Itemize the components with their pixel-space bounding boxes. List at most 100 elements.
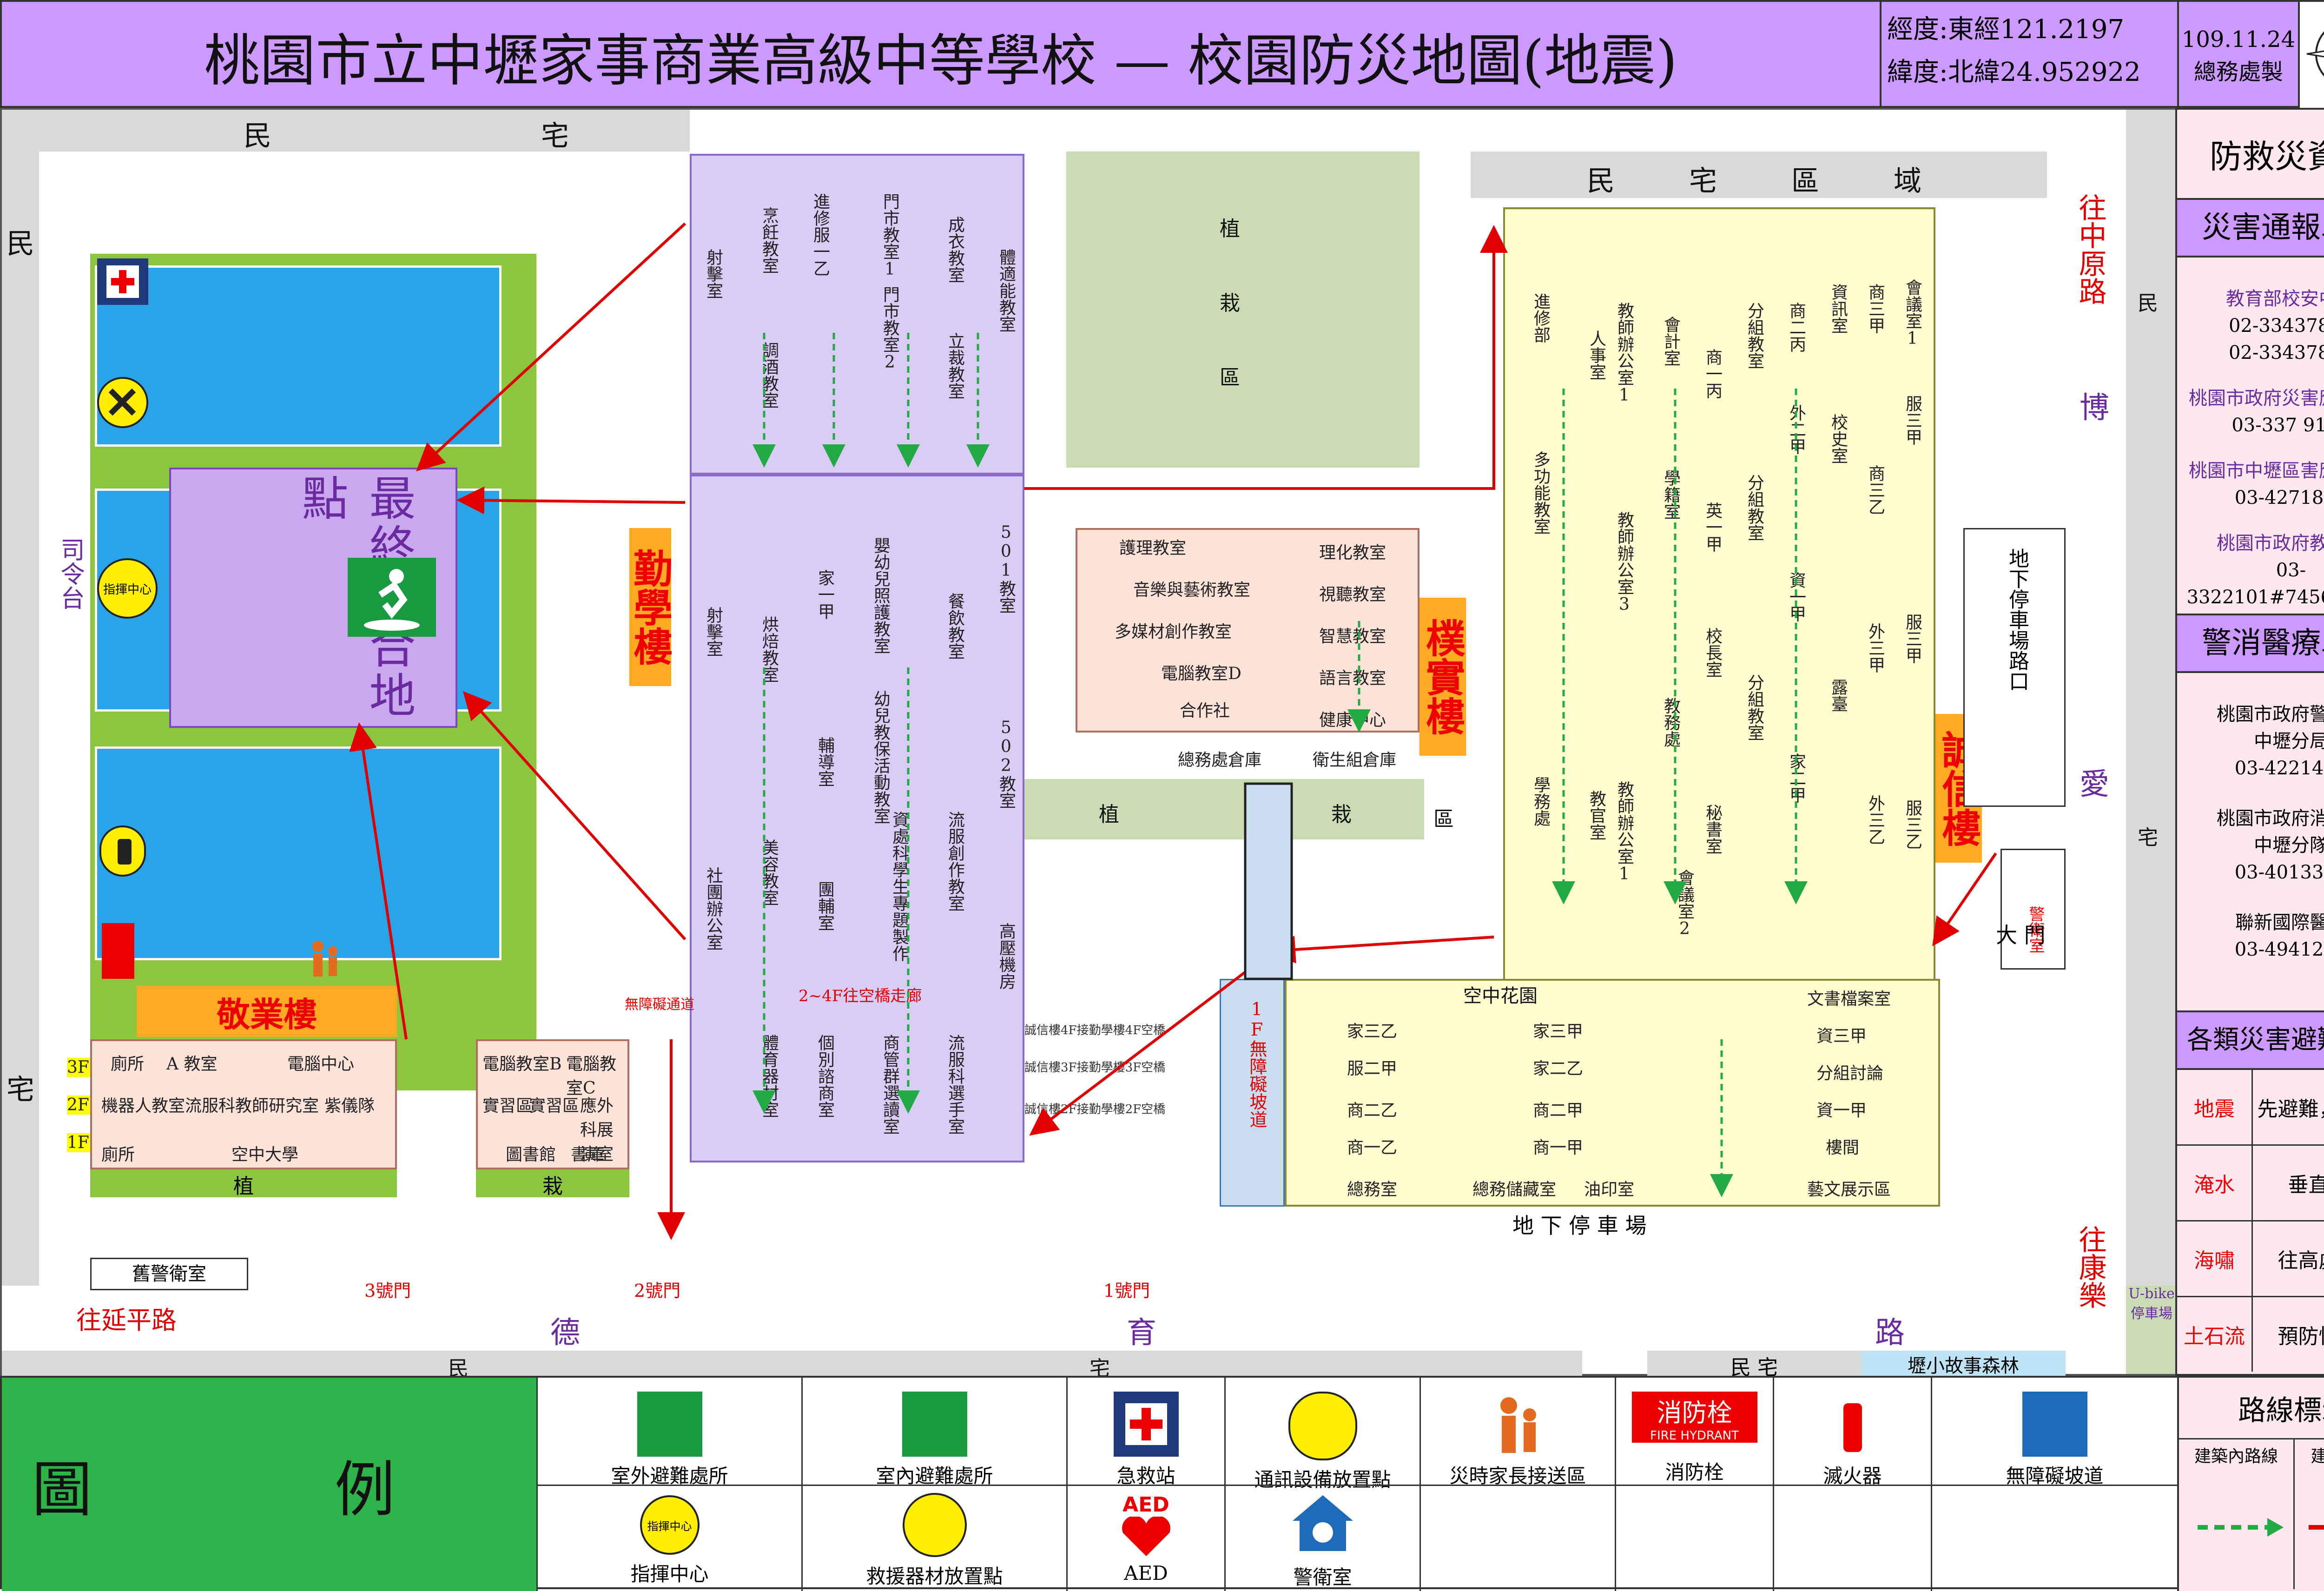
campus-map: 民 宅 民 宅 區 域 民 宅 民 宅 司令台 最終集合地點 指揮中心 敬業樓 … (0, 108, 2177, 1380)
guard-room-icon (1290, 1493, 1355, 1558)
ubike-parking: U-bike停車場 (2126, 1286, 2177, 1374)
jingye-building-east: 電腦教室B 電腦教室C 實習區 實習區 應外科展演室 圖書館 書庫 (476, 1039, 629, 1169)
qinxue-main: 射擊室 烘焙教室 美容教室 家一甲 輔導室 團輔室 嬰幼兒照護教室 幼兒教保活動… (690, 475, 1024, 1162)
command-center-icon: 指揮中心 (97, 558, 158, 619)
basketball-court-3 (95, 746, 502, 960)
route-legend-title: 路線標示 (2179, 1378, 2324, 1439)
longitude: 經度:東經121.2197 (1887, 14, 2125, 45)
route-outside: 建築外路線 (2295, 1438, 2324, 1589)
residence-bottom: 民 宅 (2, 1351, 1582, 1380)
comm-equipment-icon (1288, 1392, 1357, 1460)
police-units-head: 警消醫療單位 (2177, 615, 2324, 673)
principles-head: 各類災害避難原則 (2177, 1012, 2324, 1070)
legend-items: 室外避難處所 室內避難處所 急救站 通訊設備放置點 災時家長接送區 消防栓 FI… (536, 1378, 2177, 1591)
legend-extinguisher: 滅火器 (1773, 1378, 1931, 1487)
residence-top: 民 宅 (2, 110, 690, 152)
residence-bottom-right: 民 宅 (1647, 1351, 1861, 1380)
legend-fire-hydrant: 消防栓 FIRE HYDRANT 消防栓 (1615, 1378, 1773, 1485)
title-bar: 桃園市立中壢家事商業高級中等學校 — 校園防災地圖(地震) 經度:東經121.2… (0, 0, 2324, 110)
basketball-court-1 (95, 265, 502, 447)
legend-accessible-ramp: 無障礙坡道 (1931, 1378, 2177, 1487)
report-units-head: 災害通報單位 (2177, 200, 2324, 257)
deyu-road-1: 德 (550, 1316, 580, 1350)
gate-2: 2號門 (634, 1281, 681, 1301)
jingye-floors: 3F 2F 1F (67, 1058, 90, 1152)
legend-guard-room: 警衛室 (1224, 1485, 1419, 1591)
evacuation-routes (349, 222, 1997, 1240)
accessible-ramp-area: 1F無障礙坡道 (1220, 979, 1285, 1207)
plant-zone-middle-label: 區 (1433, 807, 1454, 831)
route-inside: 建築內路線 (2179, 1438, 2295, 1589)
legend-indoor-shelter: 室內避難處所 (801, 1378, 1066, 1487)
residence-top-right: 民 宅 區 域 (1471, 152, 2047, 198)
outdoor-shelter-icon (348, 558, 436, 637)
green-dashed-arrow-icon (2198, 1518, 2284, 1537)
qinxue-north-wing: 射擊室 烹飪教室 調酒教室 進修服一乙 門市教室1 門市教室2 成衣教室 立裁教… (690, 154, 1024, 475)
to-kangle: 往康樂 (2074, 1225, 2106, 1309)
wheelchair-icon (2022, 1392, 2087, 1457)
indoor-shelter-icon (902, 1392, 967, 1457)
s-building: 空中花園 家三乙 家三甲 服二甲 家二乙 商二乙 商二甲 商一乙 商一甲 總務室… (1285, 979, 1940, 1207)
plant-bed-jingye: 植 (90, 1169, 397, 1198)
pushi-building-label: 樸實樓 (1419, 598, 1466, 756)
to-yanping-road: 往延平路 (76, 1306, 177, 1335)
legend-command-center: 指揮中心指揮中心 (536, 1485, 801, 1591)
plant-bed-jingye-2: 栽 (476, 1169, 629, 1198)
to-zhongyuan-road: 往中原路 (2074, 193, 2106, 305)
parent-pickup-icon (304, 937, 346, 979)
skybridge-3f-label: 誠信樓3F接勤學樓3F空橋 (1024, 1061, 1166, 1075)
command-center-icon: 指揮中心 (640, 1495, 700, 1555)
page-title: 桃園市立中壢家事商業高級中等學校 — 校園防災地圖(地震) (204, 29, 1677, 93)
report-units: 教育部校安中心 02-33437855 02-33437856 桃園市政府災害應… (2177, 257, 2324, 615)
legend-first-aid: 急救站 (1066, 1378, 1224, 1487)
coordinates: 經度:東經121.2197 緯度:北緯24.952922 (1880, 2, 2177, 110)
sidebar-title: 防救災資訊 (2177, 110, 2324, 200)
pushi-storage-row: 總務處倉庫 衛生組倉庫 (1178, 751, 1397, 770)
assembly-point: 最終集合地點 (169, 468, 457, 728)
route-legend: 路線標示 建築內路線 建築外路線 (2177, 1378, 2324, 1591)
legend-title: 圖 例 (2, 1378, 536, 1591)
deyu-road-2: 育 (1127, 1316, 1156, 1350)
main-gate: 大 門 (1996, 923, 2046, 948)
outdoor-shelter-icon (637, 1392, 702, 1457)
skybridge-4f-label: 誠信樓4F接勤學樓4F空橋 (1024, 1023, 1166, 1037)
made-date: 109.11.24 (2181, 26, 2296, 53)
fire-extinguisher-icon (102, 923, 134, 979)
info-sidebar: 防救災資訊 災害通報單位 教育部校安中心 02-33437855 02-3343… (2175, 108, 2324, 1376)
rescue-equipment-icon (902, 1493, 967, 1557)
barrier-free-passage: 無障礙通道 (625, 997, 694, 1013)
police-units: 桃園市政府警察局 中壢分局 03-4221460 桃園市政府消防局 中壢分隊 0… (2177, 673, 2324, 1012)
jingye-building-west: 廁所 A 教室 電腦中心 機器人教室 流服科教師研究室 紫儀隊 廁所 空中大學 (90, 1039, 397, 1169)
compass-icon: N (2306, 31, 2324, 77)
skybridge-corridor-label: 2~4F往空橋走廊 (799, 987, 922, 1005)
first-aid-icon (97, 258, 148, 305)
guard-room: 警衛室 (2000, 849, 2066, 970)
basement-parking: 地 下 停 車 場 (1512, 1213, 1647, 1238)
compass: N (2298, 2, 2324, 110)
gate-1: 1號門 (1103, 1281, 1150, 1301)
deyu-road-3: 路 (1875, 1316, 1905, 1350)
legend: 圖 例 室外避難處所 室內避難處所 急救站 通訊設備放置點 災時家長接送區 消防… (0, 1376, 2324, 1591)
legend-comm-equipment: 通訊設備放置點 (1224, 1378, 1419, 1491)
residence-right: 民 宅 (2126, 110, 2177, 1286)
fire-extinguisher-icon (1820, 1392, 1885, 1457)
date-box: 109.11.24 總務處製 (2177, 2, 2298, 110)
parking-entrance: 地下停車場路口 (1963, 528, 2066, 807)
legend-rescue-equipment: 救援器材放置點 (801, 1485, 1066, 1591)
rescue-equipment-icon (97, 377, 148, 428)
red-arrow-icon (2309, 1525, 2324, 1530)
legend-outdoor-shelter: 室外避難處所 (536, 1378, 801, 1487)
aed-icon: AED (1114, 1493, 1179, 1558)
plant-zone-middle: 植 栽 (1024, 779, 1424, 839)
latitude: 緯度:北緯24.952922 (1887, 57, 2141, 87)
old-guard-room: 舊警衛室 (90, 1258, 248, 1290)
fire-hydrant-icon: 消防栓 FIRE HYDRANT (1631, 1392, 1757, 1443)
qinxue-building-label: 勤學樓 (627, 528, 673, 686)
made-by: 總務處製 (2193, 59, 2283, 85)
boai-road-1: 博 (2080, 391, 2109, 425)
boai-road-2: 愛 (2080, 767, 2109, 802)
jingye-building-label: 敬業樓 (137, 986, 397, 1037)
gate-3: 3號門 (364, 1281, 411, 1301)
